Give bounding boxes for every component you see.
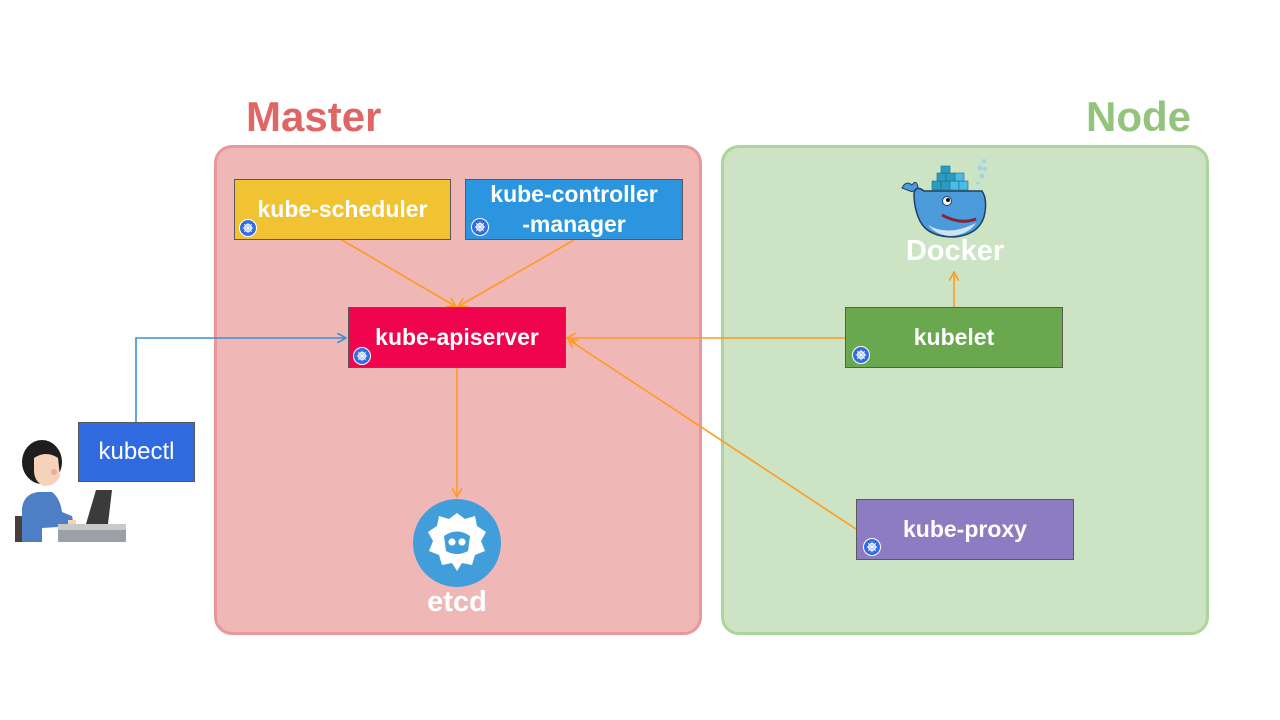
kubelet-label: kubelet — [913, 323, 995, 350]
kube-proxy-box: kube-proxy — [856, 499, 1074, 560]
docker-label: Docker — [905, 235, 1005, 267]
master-title: Master — [246, 93, 382, 140]
kube-controller-manager-label-line2: -manager — [522, 210, 626, 237]
kubelet-box: kubelet — [845, 307, 1063, 368]
kube-scheduler-box: kube-scheduler — [234, 179, 451, 240]
kubernetes-logo-icon — [863, 538, 881, 556]
kubernetes-logo-icon — [353, 347, 371, 365]
kube-apiserver-label: kube-apiserver — [375, 323, 539, 350]
kubernetes-logo-icon — [852, 346, 870, 364]
kube-controller-manager-box: kube-controller -manager — [465, 179, 683, 240]
etcd-logo-icon — [413, 499, 501, 587]
kube-scheduler-label: kube-scheduler — [257, 195, 428, 222]
kubernetes-logo-icon — [471, 218, 489, 236]
kubectl-label: kubectl — [98, 438, 175, 466]
arrow-controller-to-apiserver — [459, 239, 575, 306]
arrow-proxy-to-apiserver — [569, 340, 857, 530]
etcd-label: etcd — [427, 586, 487, 618]
arrow-kubectl-to-apiserver — [135, 338, 345, 422]
kube-proxy-label: kube-proxy — [903, 515, 1027, 542]
kube-apiserver-box: kube-apiserver — [348, 307, 566, 368]
user-at-laptop-icon — [12, 436, 128, 546]
arrow-scheduler-to-apiserver — [341, 239, 455, 306]
kubectl-box: kubectl — [78, 422, 195, 482]
kubernetes-logo-icon — [239, 219, 257, 237]
docker-whale-icon — [898, 155, 998, 240]
node-title: Node — [1086, 93, 1191, 140]
kube-controller-manager-label-line1: kube-controller — [490, 180, 658, 207]
